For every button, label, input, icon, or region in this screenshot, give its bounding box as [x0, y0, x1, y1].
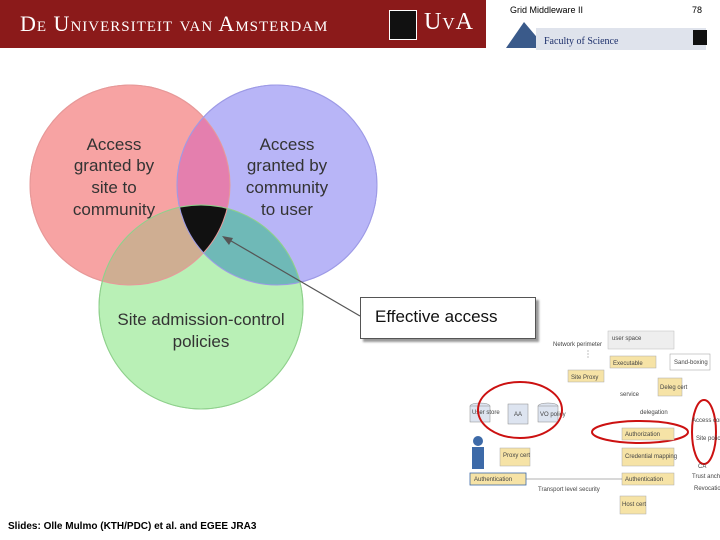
vo-policy-label: VO policy — [540, 412, 566, 418]
revocation-label: Revocation — [694, 486, 720, 492]
authorization-box — [621, 427, 675, 441]
credential-mapping-box — [621, 447, 675, 467]
callout-arrow — [225, 237, 361, 317]
community-admission-overlap — [177, 205, 303, 285]
sandboxing-box — [669, 353, 711, 371]
security-architecture-diagram: user space Network perimeter Executable … — [469, 330, 720, 515]
svg-text:Credential mapping: Credential mapping — [625, 454, 677, 460]
aa-box — [507, 403, 529, 425]
trust-anchors-label: Trust anchors — [692, 474, 720, 480]
site-admission-overlap — [99, 205, 230, 285]
page-number: 78 — [692, 5, 703, 15]
svg-text:Site Proxy: Site Proxy — [571, 375, 598, 381]
svg-text:Authorization: Authorization — [625, 432, 660, 438]
svg-text:Authentication: Authentication — [625, 477, 663, 483]
university-banner: De Universiteit van Amsterdam UvA — [0, 0, 486, 48]
site-proxy-box — [567, 369, 605, 383]
site-policy-label: Site policy — [696, 436, 720, 442]
ca-label: CA — [698, 464, 706, 470]
effective-access-box — [360, 297, 536, 339]
svg-text:Authentication: Authentication — [474, 477, 512, 483]
uva-logo: UvA — [424, 9, 474, 35]
faculty-logo-background — [506, 22, 706, 50]
user-icon — [473, 436, 483, 446]
host-cert-box — [619, 495, 647, 515]
executable-box — [609, 355, 657, 369]
course-title: Grid Middleware II — [510, 5, 584, 15]
access-control-label: Access control — [692, 418, 720, 424]
network-perimeter-label: Network perimeter — [553, 342, 602, 348]
service-label: service — [620, 392, 640, 398]
svg-text:Executable: Executable — [613, 361, 643, 367]
svg-text:Host cert: Host cert — [622, 502, 646, 508]
effective-access-label: Effective access — [375, 307, 498, 326]
svg-text:Sand-boxing: Sand-boxing — [674, 360, 708, 366]
faculty-crest-icon — [693, 30, 707, 45]
transport-security-label: Transport level security — [538, 487, 600, 493]
university-name: De Universiteit van Amsterdam — [20, 11, 329, 36]
delegation-cert-box — [657, 377, 683, 397]
user-space-label: user space — [612, 336, 642, 342]
vo-highlight-ellipse — [477, 381, 563, 439]
svg-text:Deleg cert: Deleg cert — [660, 385, 688, 391]
crest-icon — [389, 10, 417, 40]
faculty-name: Faculty of Science — [544, 36, 619, 47]
slide-credit: Slides: Olle Mulmo (KTH/PDC) et al. and … — [8, 521, 257, 532]
site-policy-highlight-ellipse — [691, 399, 717, 465]
authorization-highlight-ellipse — [591, 420, 689, 444]
svg-text:Proxy cert: Proxy cert — [503, 453, 530, 459]
user-store-label: User store — [472, 410, 500, 416]
delegation-label: delegation — [640, 410, 668, 416]
svg-text:AA: AA — [514, 412, 522, 418]
proxy-cert-box — [499, 447, 531, 467]
